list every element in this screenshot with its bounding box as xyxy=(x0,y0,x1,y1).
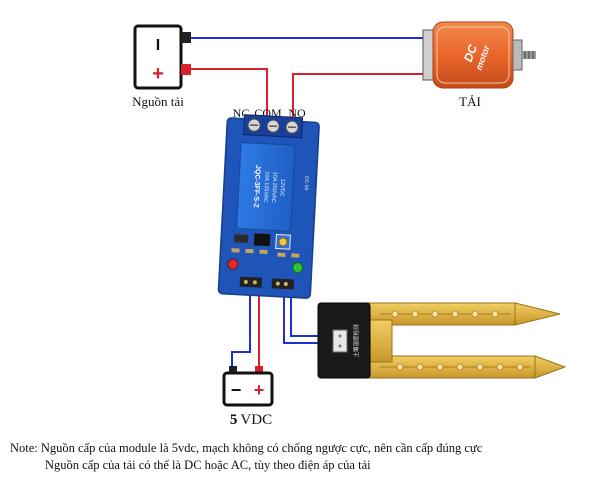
load-power-supply: I + xyxy=(133,24,191,90)
note-line-1: Note: Nguồn cấp của module là 5vdc, mạch… xyxy=(10,441,483,455)
battery-voltage-number: 5 xyxy=(230,412,238,428)
soil-moisture-sensor: 土壤湿度检测 xyxy=(317,302,567,379)
relay-text-2: 10A 250VAC xyxy=(270,172,278,203)
relay-text-3: 10A 125VAC xyxy=(262,171,270,202)
relay-chip-text: 12VDC 10A 250VAC 10A 125VAC JQC-3FF-S-Z xyxy=(252,165,286,209)
probe-traces xyxy=(380,313,530,368)
wires xyxy=(185,37,423,372)
wire-blue-board-to-sensor-2 xyxy=(290,282,330,337)
wire-blue-board-to-sensor-1 xyxy=(283,282,330,344)
battery-5vdc: − + xyxy=(222,366,274,407)
wire-blue-board-to-battery xyxy=(231,282,251,372)
battery-voltage-unit: VDC xyxy=(240,412,272,428)
relay-side-mark: DC-50 xyxy=(303,176,310,191)
wire-red-no-to-motor xyxy=(292,73,423,118)
relay-text-4: JQC-3FF-S-Z xyxy=(252,165,261,209)
dc-motor: DC motor xyxy=(422,21,536,89)
battery-plus-sign: + xyxy=(254,380,265,400)
relay-text-1: 12VDC xyxy=(278,179,285,197)
note-line-2: Nguồn cấp của tải có thể là DC hoặc AC, … xyxy=(45,458,371,472)
battery-minus-sign: − xyxy=(231,380,242,400)
load-power-plus-sign: + xyxy=(152,63,164,85)
relay-module: 12VDC 10A 250VAC 10A 125VAC JQC-3FF-S-Z … xyxy=(217,114,320,299)
motor-brand-line1: DC xyxy=(461,42,480,63)
load-power-minus-sign: I xyxy=(156,37,160,54)
wire-red-load-to-com xyxy=(185,68,268,118)
motor-label: TẢI xyxy=(459,94,481,109)
pin-label-no: NO xyxy=(288,106,306,120)
load-power-label: Nguồn tải xyxy=(132,94,184,109)
sensor-chip-text: 土壤湿度检测 xyxy=(352,324,360,358)
